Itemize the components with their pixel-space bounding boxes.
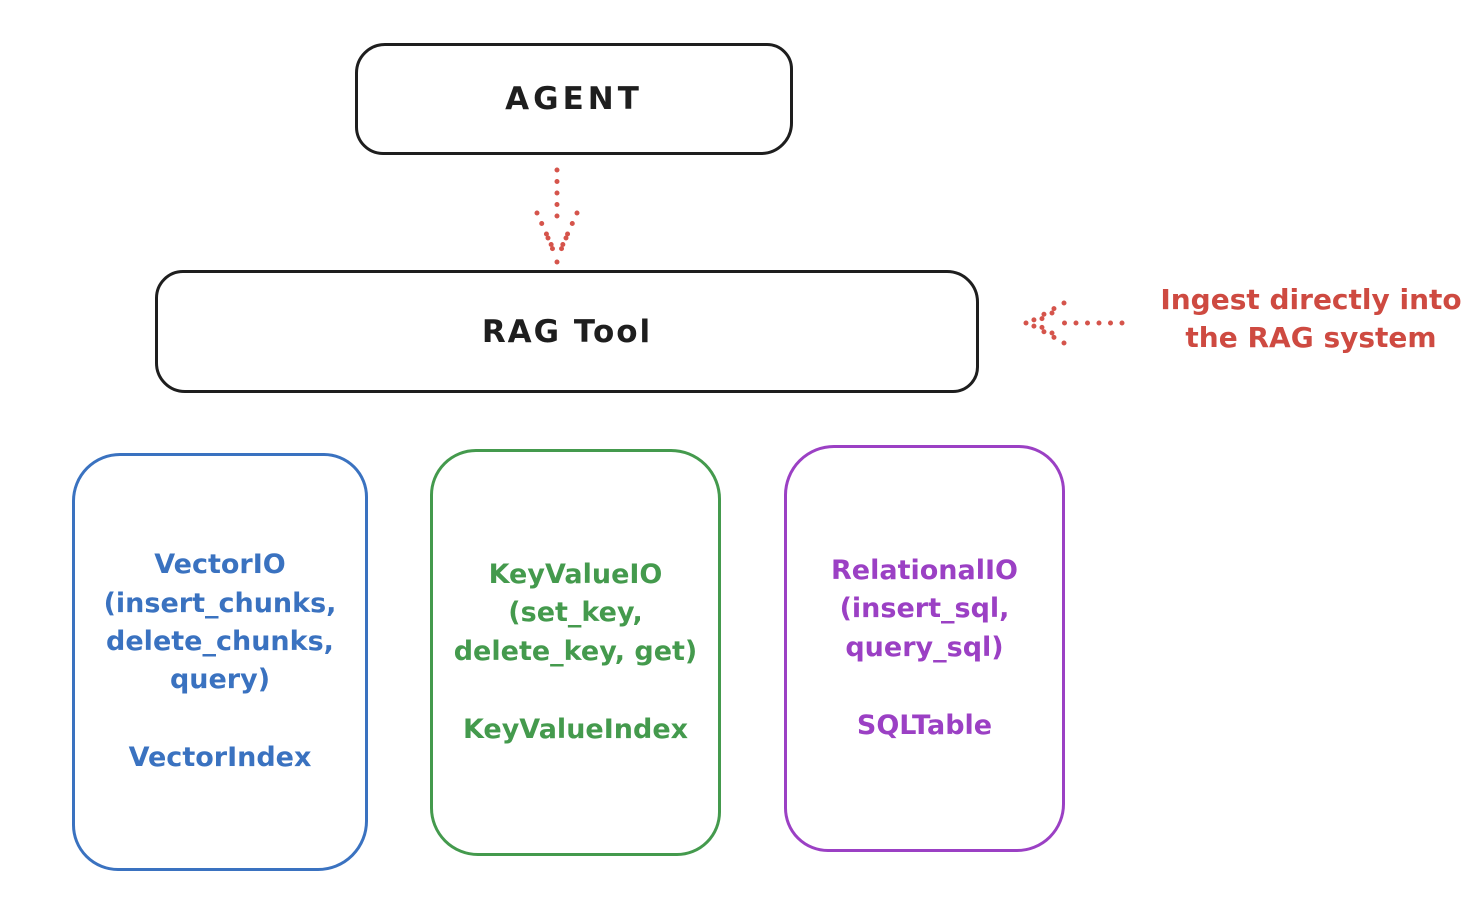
- relational-io-node: RelationalIO (insert_sql, query_sql) SQL…: [784, 445, 1065, 852]
- relational-io-index-label: SQLTable: [856, 709, 993, 741]
- vector-io-index-label: VectorIndex: [128, 742, 312, 774]
- ingest-annotation-arrow: [1023, 300, 1125, 346]
- relational-io-method-line: query_sql): [845, 631, 1004, 663]
- ingest-annotation-line1: Ingest directly into: [1160, 283, 1462, 316]
- ingest-annotation-line2: the RAG system: [1185, 320, 1437, 354]
- rag-tool-node: RAG Tool: [155, 270, 979, 393]
- vector-io-method-line: delete_chunks,: [106, 625, 334, 657]
- vector-io-method-line: query): [169, 664, 271, 696]
- agent-label: AGENT: [505, 81, 643, 117]
- relational-io-title: RelationalIO: [831, 554, 1018, 586]
- keyvalue-io-method-line: delete_key, get): [453, 635, 698, 667]
- vector-io-title: VectorIO: [154, 549, 286, 581]
- vector-io-method-line: (insert_chunks,: [103, 587, 337, 619]
- keyvalue-io-method-line: (set_key,: [508, 597, 643, 629]
- vector-io-node: VectorIO (insert_chunks, delete_chunks, …: [72, 453, 368, 871]
- keyvalue-io-index-label: KeyValueIndex: [462, 713, 689, 745]
- rag-tool-label: RAG Tool: [481, 313, 653, 350]
- agent-to-rag-arrow: [534, 167, 580, 265]
- keyvalue-io-node: KeyValueIO (set_key, delete_key, get) Ke…: [430, 449, 721, 856]
- keyvalue-io-title: KeyValueIO: [488, 558, 663, 590]
- relational-io-method-line: (insert_sql,: [839, 593, 1010, 625]
- ingest-annotation: Ingest directly into the RAG system: [1138, 281, 1484, 357]
- agent-node: AGENT: [355, 43, 793, 155]
